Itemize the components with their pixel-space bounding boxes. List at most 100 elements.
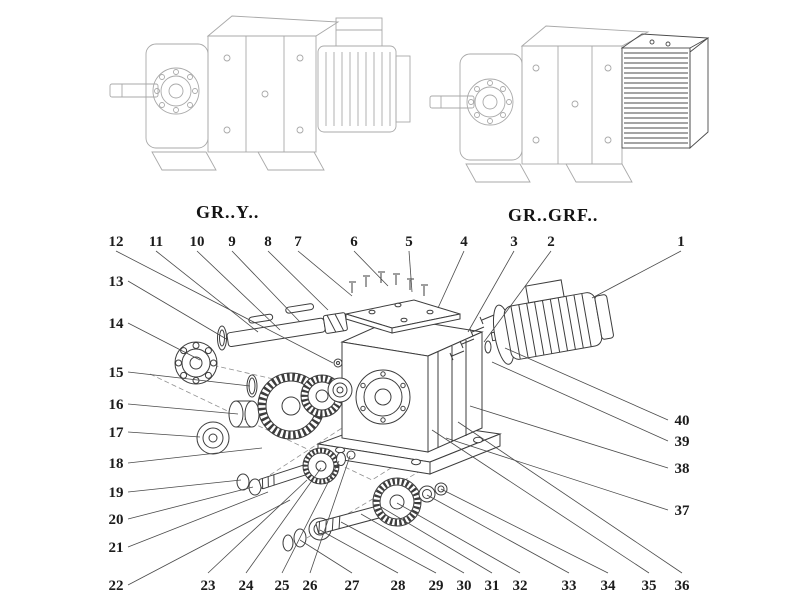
leader-line-6 (353, 250, 389, 287)
output-gear (372, 477, 422, 527)
leader-line-34 (440, 488, 609, 574)
foot (151, 151, 217, 171)
leader-line-28 (319, 529, 399, 574)
callout-number-8: 8 (264, 234, 272, 250)
leader-line-12 (115, 250, 334, 364)
leader-line-1 (591, 250, 682, 299)
callout-number-35: 35 (642, 578, 657, 594)
leader-line-30 (360, 513, 465, 574)
callout-number-31: 31 (485, 578, 500, 594)
leader-line-37 (445, 437, 669, 511)
oil-seal (246, 374, 258, 398)
shaft-key (285, 303, 315, 314)
callout-number-26: 26 (303, 578, 319, 594)
leader-line-13 (127, 280, 229, 341)
input-shaft (226, 317, 326, 348)
gear-housing (333, 317, 484, 453)
callout-number-7: 7 (294, 234, 302, 250)
retaining-ring (217, 325, 227, 351)
washer (236, 473, 250, 491)
lock-nut (346, 450, 356, 460)
callout-number-36: 36 (675, 578, 691, 594)
leader-line-14 (127, 322, 201, 361)
output-shaft (429, 95, 475, 109)
leader-line-22 (127, 499, 291, 586)
leader-line-11 (155, 250, 259, 333)
callout-number-30: 30 (457, 578, 472, 594)
fan-cover (594, 294, 614, 340)
callout-number-14: 14 (109, 316, 125, 332)
callout-number-2: 2 (547, 234, 555, 250)
leader-line-9 (231, 250, 301, 323)
callout-number-12: 12 (109, 234, 124, 250)
leader-line-3 (467, 250, 515, 333)
callout-number-37: 37 (675, 503, 691, 519)
callout-number-27: 27 (345, 578, 361, 594)
leader-line-25 (281, 460, 340, 574)
output-pinion-assembly (282, 477, 448, 552)
callout-number-22: 22 (109, 578, 124, 594)
gearmotor-gr-grf-illustration (429, 25, 710, 183)
callout-number-34: 34 (601, 578, 617, 594)
finned-adapter-block (620, 33, 710, 150)
small-gear (302, 447, 340, 485)
retaining-ring (418, 485, 436, 503)
callout-number-9: 9 (228, 234, 236, 250)
terminal-box (525, 279, 565, 304)
leader-line-19 (127, 479, 242, 493)
gear-bearing (327, 377, 353, 403)
callout-number-5: 5 (405, 234, 413, 250)
leader-line-10 (196, 250, 281, 331)
callout-number-29: 29 (429, 578, 444, 594)
callout-number-15: 15 (109, 365, 124, 381)
output-hub (152, 67, 200, 115)
callout-number-24: 24 (239, 578, 255, 594)
leader-line-8 (267, 250, 329, 311)
motor (490, 279, 614, 365)
fan-cover (395, 55, 411, 123)
pinion-end (322, 312, 348, 334)
callout-number-33: 33 (562, 578, 577, 594)
motor-fins (510, 293, 592, 360)
callout-number-20: 20 (109, 512, 124, 528)
leader-line-33 (426, 494, 570, 574)
leader-line-2 (483, 250, 552, 343)
motor-fins (325, 52, 391, 126)
callout-number-6: 6 (350, 234, 358, 250)
callout-number-18: 18 (109, 456, 124, 472)
callout-number-13: 13 (109, 274, 124, 290)
leader-line-7 (297, 250, 353, 297)
cover-plate (345, 299, 461, 334)
leader-line-27 (299, 539, 353, 574)
leader-line-38 (469, 405, 669, 469)
shaft-key (248, 313, 274, 324)
washer (282, 534, 294, 552)
callout-number-28: 28 (391, 578, 406, 594)
variant-label-gr-grf: GR..GRF.. (508, 205, 599, 225)
housing-ribs (437, 340, 467, 448)
cooling-fins (624, 52, 688, 144)
leader-line-24 (245, 467, 322, 574)
leader-line-17 (127, 431, 201, 438)
callout-number-40: 40 (675, 413, 690, 429)
callout-number-32: 32 (513, 578, 528, 594)
input-bearing (174, 341, 218, 385)
callout-number-17: 17 (109, 425, 125, 441)
callout-number-16: 16 (109, 397, 125, 413)
cover-bolts (349, 271, 428, 296)
leader-line-16 (127, 403, 239, 415)
motor-bolts (449, 314, 495, 361)
leader-line-26 (309, 455, 351, 574)
output-shaft (109, 83, 159, 98)
leader-line-40 (504, 347, 669, 421)
leader-line-18 (127, 447, 263, 464)
callout-number-4: 4 (460, 234, 468, 250)
exploded-assembly (149, 271, 614, 552)
leader-line-31 (380, 506, 493, 574)
foot (465, 163, 531, 183)
callout-number-25: 25 (275, 578, 290, 594)
callout-number-38: 38 (675, 461, 690, 477)
